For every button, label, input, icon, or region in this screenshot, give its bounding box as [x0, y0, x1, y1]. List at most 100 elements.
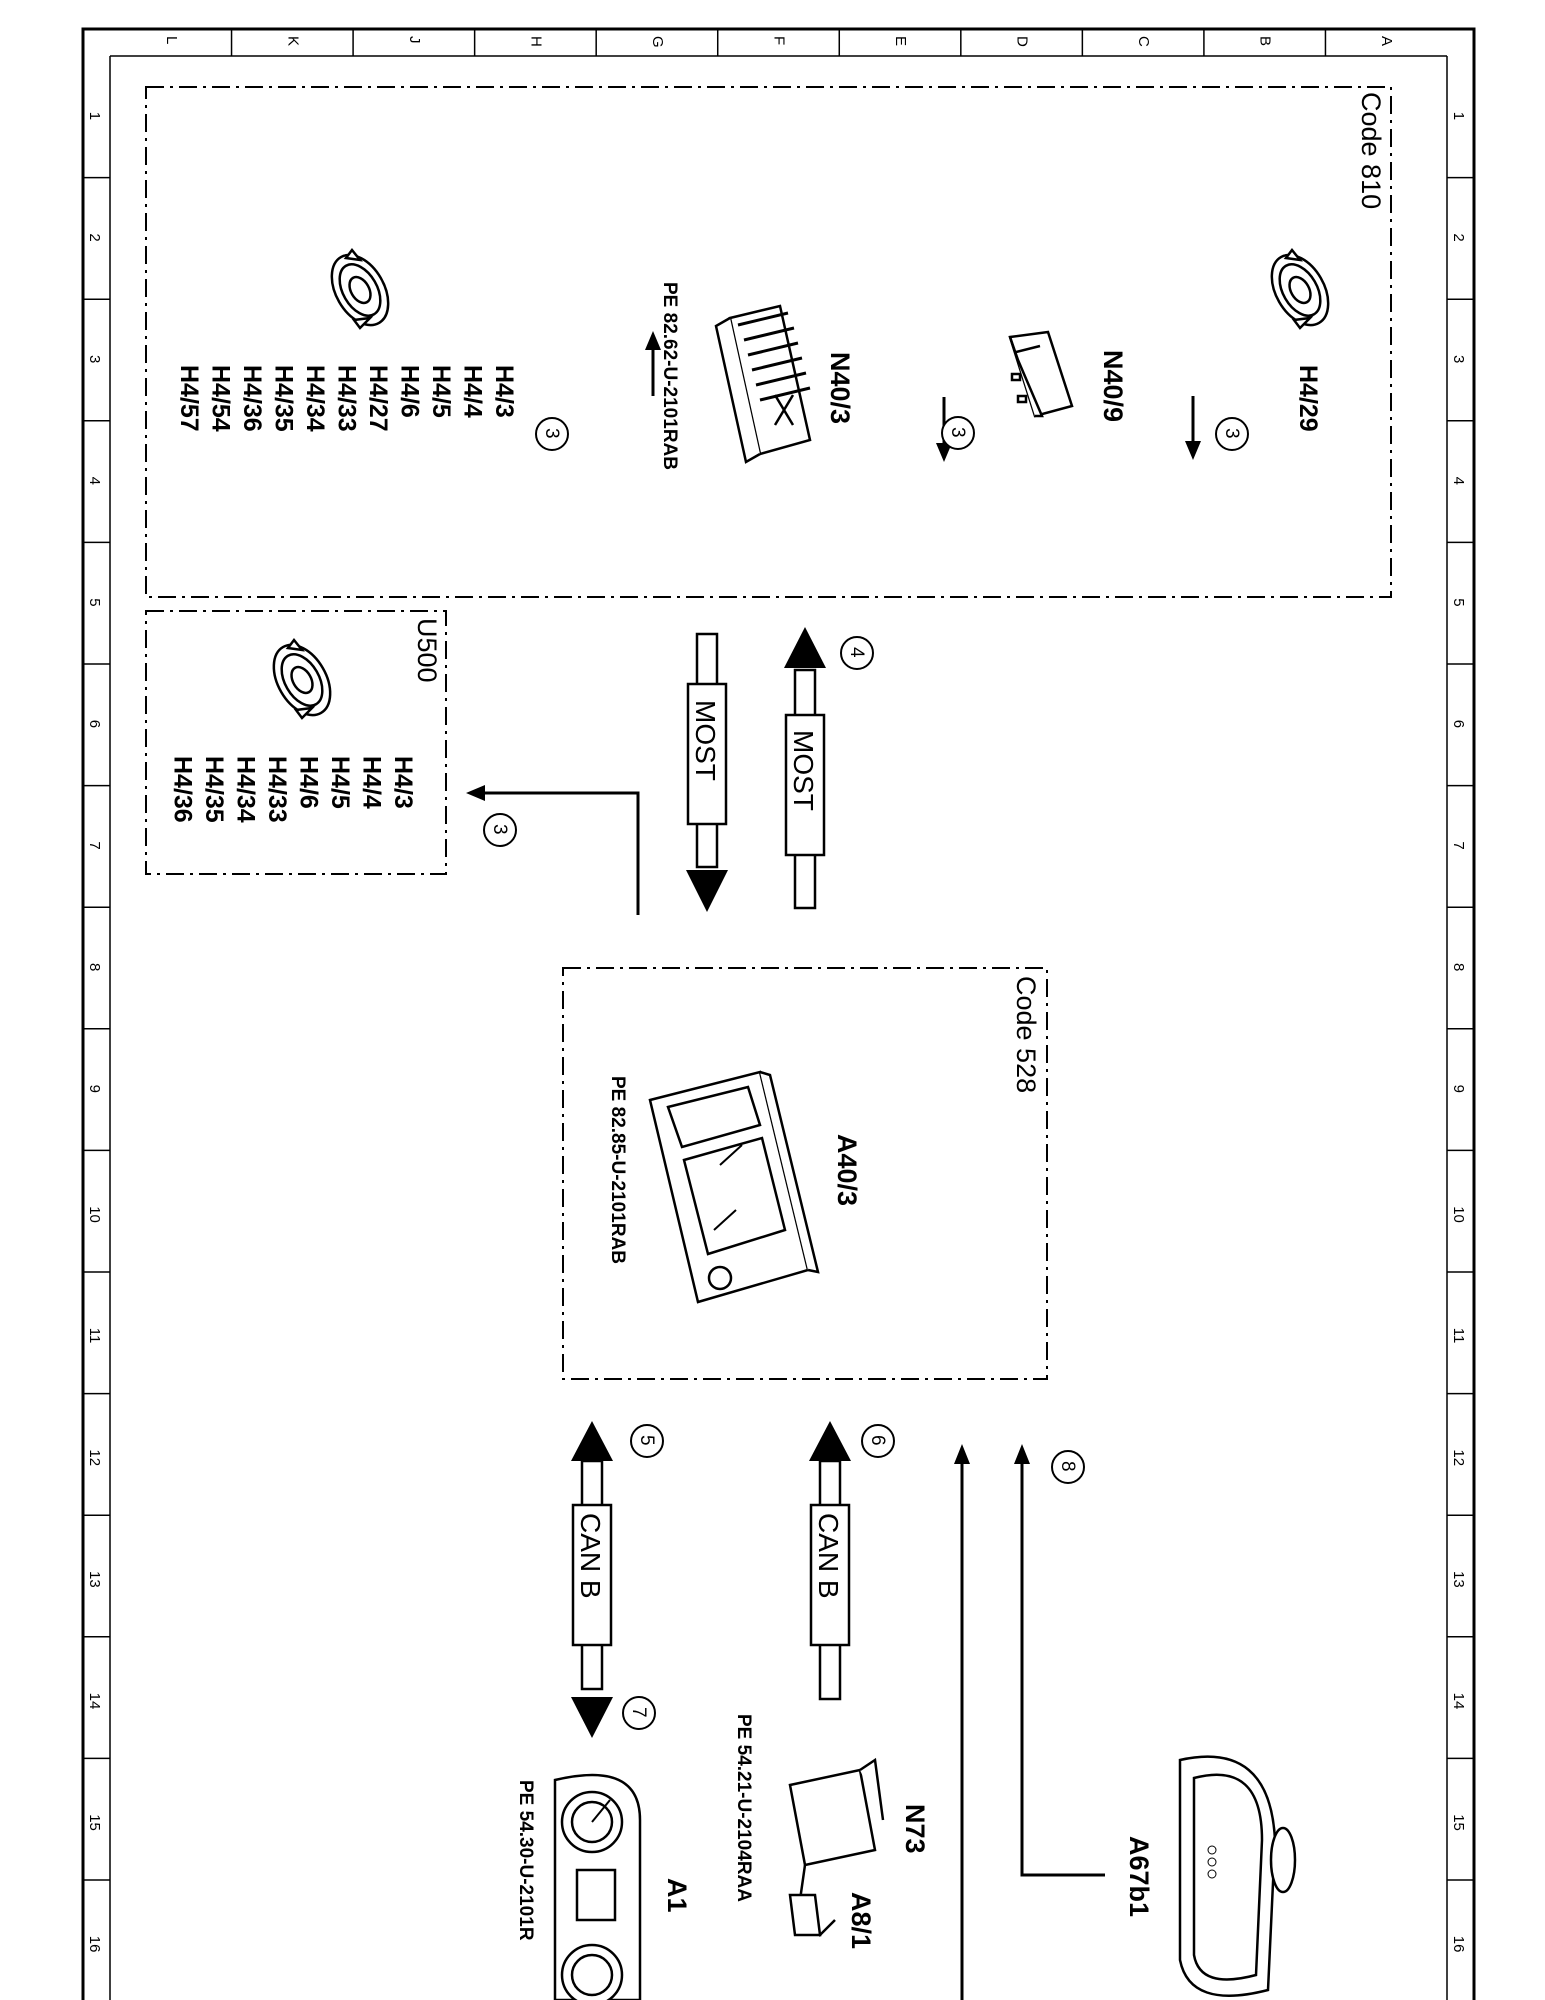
speaker-label: H4/3: [490, 365, 518, 418]
grid-row-label: 16: [86, 1936, 103, 1953]
grid-row-label: 2: [86, 233, 103, 241]
a1-label: A1: [662, 1878, 692, 1913]
marker-6: 6: [867, 1435, 888, 1446]
speaker-label: H4/5: [427, 365, 455, 418]
speaker-group-u500: [272, 637, 332, 720]
grid-row-label: 8: [86, 963, 103, 971]
grid-row-label: 12: [1450, 1449, 1467, 1466]
n73-reference: PE 54.21-U-2104RAA: [733, 1714, 754, 1902]
marker-3-a: 3: [1221, 428, 1242, 439]
grid-row-label: 1: [1450, 112, 1467, 120]
grid-row-label: 15: [1450, 1814, 1467, 1831]
grid-row-label: 16: [1450, 1936, 1467, 1953]
marker-3-b: 3: [947, 427, 968, 438]
code-528-label: Code 528: [1011, 976, 1041, 1093]
grid-row-label: 3: [86, 355, 103, 363]
grid-column-label: K: [284, 36, 301, 46]
marker-7: 7: [628, 1707, 649, 1718]
a67b1-label: A67b1: [1124, 1836, 1154, 1917]
most-bus-down: MOST: [686, 632, 728, 912]
n40-9-label: N40/9: [1098, 350, 1128, 422]
speaker-label: H4/35: [270, 365, 298, 432]
grid-row-label: 12: [86, 1449, 103, 1466]
grid-row-label: 14: [86, 1693, 103, 1710]
grid-column-label: E: [892, 36, 909, 46]
can-b-bus-left: CAN B 5 7: [571, 1421, 664, 1738]
grid-row-label: 10: [86, 1206, 103, 1223]
speaker-label: H4/33: [263, 756, 291, 823]
code-810-group: Code 810 H4/29 3 N40/9 3: [145, 86, 1392, 598]
speaker-label: H4/54: [207, 365, 235, 432]
grid-row-label: 13: [1450, 1571, 1467, 1588]
h4-29-label: H4/29: [1294, 365, 1322, 432]
grid-row-label: 14: [1450, 1693, 1467, 1710]
grid-row-label: 11: [1450, 1328, 1467, 1344]
speaker-label: H4/27: [364, 365, 392, 432]
grid-row-label: 10: [1450, 1206, 1467, 1223]
speaker-list-810: H4/3H4/4H4/5H4/6H4/27H4/33H4/34H4/35H4/3…: [175, 365, 518, 432]
can-b-label-right: CAN B: [813, 1513, 844, 1599]
grid-row-label: 1: [86, 112, 103, 120]
grid-column-label: G: [649, 36, 666, 48]
speaker-label: H4/5: [326, 756, 354, 809]
speaker-group-810: [330, 247, 390, 330]
grid-row-label: 7: [86, 841, 103, 849]
grid-column-label: J: [406, 36, 423, 44]
grid-row-label: 7: [1450, 841, 1467, 849]
grid-column-label: L: [163, 36, 180, 44]
marker-8: 8: [1057, 1461, 1078, 1472]
grid-column-label: A: [1378, 36, 1395, 46]
most-bus-up: MOST 4: [784, 627, 874, 910]
marker-5: 5: [636, 1435, 657, 1446]
n40-3-reference: PE 82.62-U-2101RAB: [659, 282, 680, 470]
a40-3-display-icon: [648, 1070, 820, 1304]
marker-3-c: 3: [541, 428, 562, 439]
grid-row-label: 4: [86, 477, 103, 485]
grid-row-label: 9: [86, 1085, 103, 1093]
speaker-label: H4/33: [333, 365, 361, 432]
can-b-bus-right: CAN B 6: [809, 1421, 895, 1701]
drawing-frame: [81, 27, 1476, 2000]
grid-column-label: H: [527, 36, 544, 47]
most-label-up: MOST: [788, 730, 819, 811]
speaker-label: H4/3: [389, 756, 417, 809]
code-528-group: Code 528 A40/3 PE 82.85-U-2101RAB: [562, 967, 1048, 1380]
grid-column-label: F: [771, 36, 788, 45]
speaker-label: H4/6: [396, 365, 424, 418]
speaker-label: H4/36: [238, 365, 266, 432]
grid-row-label: 13: [86, 1571, 103, 1588]
speaker-label: H4/6: [295, 756, 323, 809]
n73-label: N73: [900, 1804, 930, 1854]
n73-ignition-switch-icon: [788, 1757, 885, 1938]
a1-reference: PE 54.30-U-2101R: [515, 1780, 536, 1941]
speaker-label: H4/34: [232, 756, 260, 823]
grid-row-label: 8: [1450, 963, 1467, 971]
a1-instrument-cluster-icon: [553, 1773, 642, 2000]
code-810-label: Code 810: [1356, 92, 1386, 209]
grid-row-label: 5: [1450, 598, 1467, 606]
speaker-label: H4/57: [175, 365, 203, 432]
u500-label: U500: [412, 618, 442, 683]
u500-group: U500 H4/3H4/4H4/5H4/6H4/33H4/34H4/35H4/3…: [145, 610, 447, 875]
grid-row-label: 3: [1450, 355, 1467, 363]
grid-row-label: 6: [1450, 720, 1467, 728]
speaker-label: H4/34: [301, 365, 329, 432]
a40-3-reference: PE 82.85-U-2101RAB: [607, 1076, 628, 1264]
grid-row-label: 4: [1450, 477, 1467, 485]
marker-3-d: 3: [489, 824, 510, 835]
grid-row-label: 2: [1450, 233, 1467, 241]
grid-row-label: 11: [86, 1328, 103, 1344]
speaker-label: H4/35: [200, 756, 228, 823]
grid-row-label: 15: [86, 1814, 103, 1831]
grid-column-label: B: [1257, 36, 1274, 46]
n40-9-module-icon: [1008, 330, 1074, 418]
signal-lines: 8: [954, 1444, 1105, 2000]
grid-row-label: 9: [1450, 1085, 1467, 1093]
n40-3-label: N40/3: [825, 352, 855, 424]
a40-3-label: A40/3: [832, 1134, 862, 1206]
can-b-label-left: CAN B: [575, 1513, 606, 1599]
